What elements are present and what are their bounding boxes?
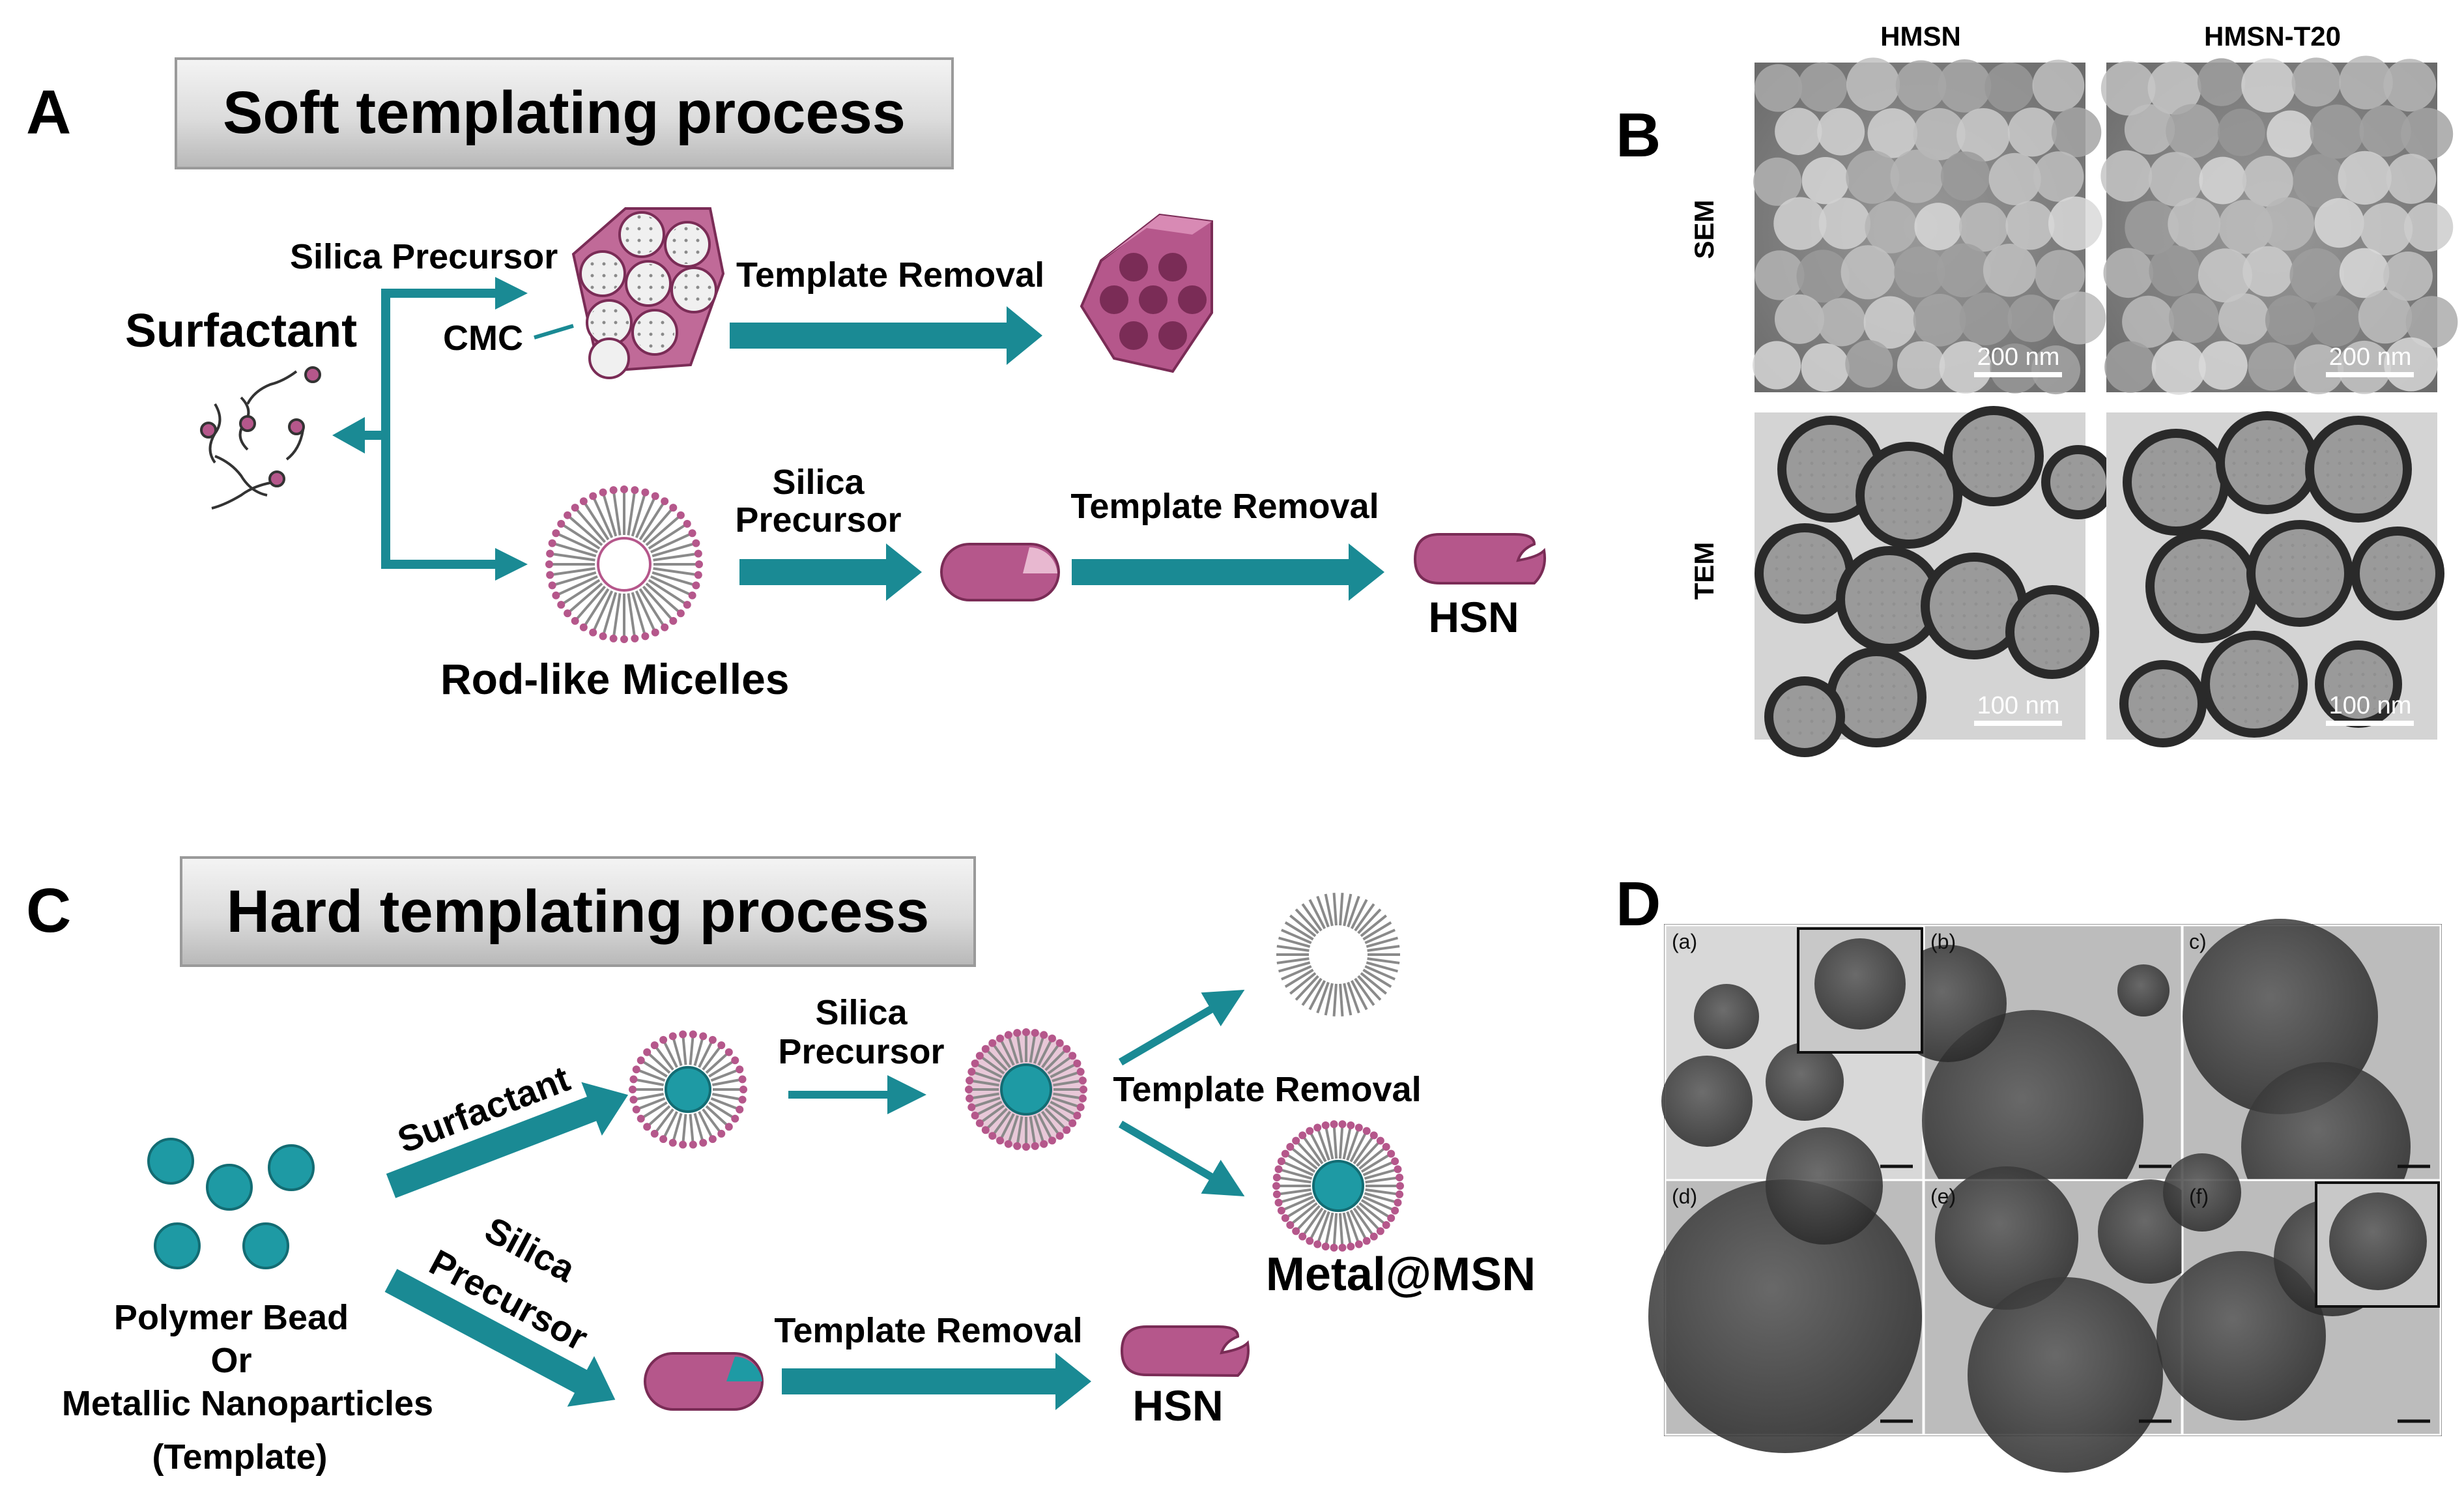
silica-precursor-label: Silica Precursor xyxy=(290,237,558,276)
panel-a-letter: A xyxy=(26,78,71,147)
row-label-tem: TEM xyxy=(1689,542,1719,600)
arrow-left-head xyxy=(332,417,365,454)
arrow-removal-down xyxy=(1118,1120,1245,1197)
panel-a: A Soft templating process Surfactant xyxy=(26,57,1546,703)
tile-label-6: (f) xyxy=(2189,1185,2209,1208)
surfactant-molecules-icon xyxy=(200,366,321,510)
rod-bundle-icon xyxy=(571,207,725,379)
tile-label-3: c) xyxy=(2189,930,2207,953)
scale-tem-hmsn-t20: 100 nm xyxy=(2329,692,2412,719)
bead-label-line1: Polymer Bead xyxy=(114,1298,349,1337)
cmc-label: CMC xyxy=(443,319,523,358)
silica-coated-bead-icon xyxy=(965,1028,1087,1151)
panel-c-title-box xyxy=(180,856,976,967)
hsn-shell-c-icon xyxy=(1120,1325,1250,1377)
panel-a-title: Soft templating process xyxy=(223,79,906,146)
hollow-msn-icon xyxy=(1276,893,1400,1017)
metal-msn-label: Metal@MSN xyxy=(1266,1248,1536,1301)
hsn-label-c: HSN xyxy=(1132,1381,1223,1430)
panel-b-letter: B xyxy=(1616,100,1661,170)
arrow-down-branch-head xyxy=(495,548,528,581)
scale-tem-hmsn: 100 nm xyxy=(1977,692,2060,719)
silica-label-c-line2: Precursor xyxy=(778,1032,944,1071)
capsule-c-icon xyxy=(644,1352,764,1411)
arrow-up-branch-head xyxy=(495,277,528,310)
inset-f xyxy=(2315,1181,2440,1308)
bead-label-line2: Or xyxy=(210,1341,251,1380)
tile-label-4: (d) xyxy=(1672,1185,1697,1208)
tem-image-hmsn-t20: 100 nm xyxy=(2106,411,2444,747)
silica-label-line2: Precursor xyxy=(735,500,901,540)
col-header-hmsn: HMSN xyxy=(1880,21,1961,51)
silica-label-c-line1: Silica xyxy=(815,993,908,1032)
inset-a xyxy=(1797,927,1923,1054)
scale-sem-hmsn: 200 nm xyxy=(1977,343,2060,371)
rod-micelles-label: Rod-like Micelles xyxy=(440,655,790,703)
arrow-surfactant-diag xyxy=(386,1082,629,1198)
capsule-icon xyxy=(940,543,1060,601)
tile-label-1: (a) xyxy=(1672,930,1697,953)
template-beads-icon xyxy=(147,1138,315,1269)
hsn-shell-icon xyxy=(1413,533,1546,584)
sem-image-hmsn-t20: 200 nm xyxy=(2100,55,2458,395)
tile-label-5: (e) xyxy=(1930,1185,1956,1208)
template-removal-c-bottom-label: Template Removal xyxy=(774,1311,1082,1350)
row-label-sem: SEM xyxy=(1689,199,1719,259)
template-removal-bottom-label: Template Removal xyxy=(1070,487,1379,526)
panel-c-title: Hard templating process xyxy=(227,878,930,945)
sem-image-hmsn: 200 nm xyxy=(1753,57,2106,395)
col-header-hmsn-t20: HMSN-T20 xyxy=(2204,21,2341,51)
arrow-removal-up xyxy=(1118,989,1245,1066)
arrow-template-removal-bottom xyxy=(1072,543,1384,601)
branch-lines xyxy=(365,289,495,569)
hsn-label-a: HSN xyxy=(1428,593,1519,641)
silica-label-line1: Silica xyxy=(772,463,865,502)
metal-msn-icon xyxy=(1272,1120,1404,1252)
tem-image-hmsn: 100 nm xyxy=(1755,406,2115,757)
panel-c: C Hard templating process Polymer Bead O… xyxy=(26,856,1536,1477)
scale-sem-hmsn-t20: 200 nm xyxy=(2329,343,2412,371)
cmc-pointer xyxy=(534,324,574,339)
bead-label-line4: (Template) xyxy=(152,1437,327,1477)
template-removal-top-label: Template Removal xyxy=(736,255,1044,295)
coated-bead-icon xyxy=(629,1030,747,1149)
arrow-template-removal-c xyxy=(782,1353,1091,1410)
bead-label-line3: Metallic Nanoparticles xyxy=(62,1384,433,1423)
tile-label-2: (b) xyxy=(1930,930,1956,953)
arrow-template-removal-top xyxy=(730,306,1042,365)
panel-c-letter: C xyxy=(26,876,71,945)
tem-tile-4: (d) xyxy=(1648,1127,1925,1453)
arrow-silica-diag xyxy=(384,1269,616,1407)
tem-tile-3: c) xyxy=(2181,919,2442,1232)
mesoporous-hexagon-icon xyxy=(1080,213,1213,373)
panel-d: D (a) (b) c) (d) (e) (f) xyxy=(1616,869,2442,1473)
panel-a-title-box xyxy=(175,57,954,169)
micelle-icon xyxy=(545,485,703,643)
template-removal-c-top-label: Template Removal xyxy=(1113,1070,1421,1109)
panel-d-letter: D xyxy=(1616,869,1661,939)
arrow-silica-precursor xyxy=(739,543,922,601)
panel-b: B HMSN HMSN-T20 SEM TEM 200 nm 200 nm 10… xyxy=(1616,21,2458,757)
surfactant-label: Surfactant xyxy=(125,305,357,357)
